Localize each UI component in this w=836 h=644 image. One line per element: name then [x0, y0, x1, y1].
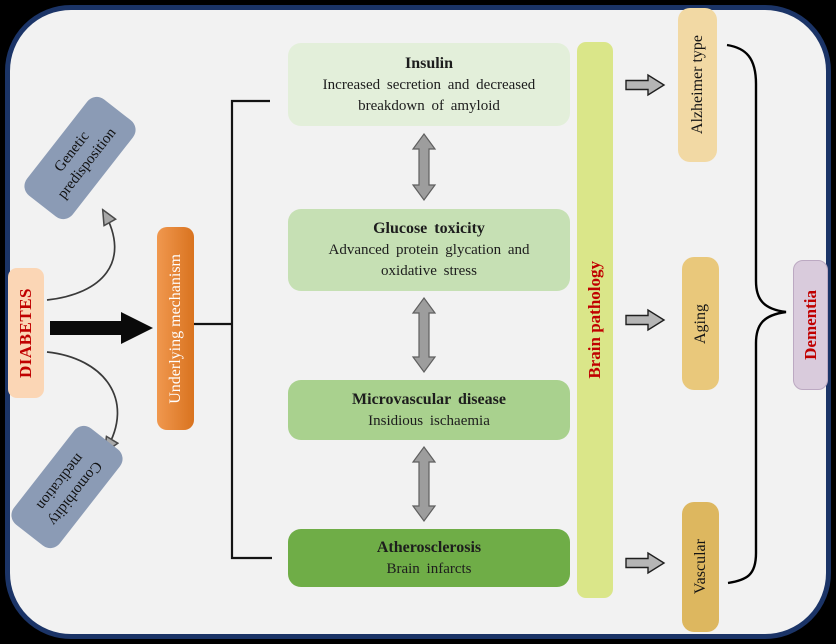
dementia-type-aging-label: Aging [691, 303, 709, 344]
pathway-glucose-toxicity-description: Advanced protein glycation and oxidative… [328, 242, 530, 280]
pathway-atherosclerosis-description: Brain infarcts [386, 560, 472, 577]
pathway-microvascular-title: Microvascular disease [352, 390, 506, 408]
dementia-type-alzheimer-node: Alzheimer type [678, 8, 717, 162]
pathway-microvascular-description: Insidious ischaemia [368, 412, 490, 429]
dementia-type-alzheimer-label: Alzheimer type [688, 35, 706, 135]
pathway-glucose-toxicity-node: Glucose toxicity Advanced protein glycat… [288, 209, 570, 291]
dementia-type-vascular-node: Vascular [682, 502, 719, 632]
brain-pathology-bar: Brain pathology [577, 42, 613, 598]
diabetes-label: DIABETES [16, 288, 35, 378]
pathway-microvascular-node: Microvascular disease Insidious ischaemi… [288, 380, 570, 440]
dementia-node: Dementia [793, 260, 828, 390]
dementia-label: Dementia [800, 290, 820, 360]
diabetes-node: DIABETES [8, 268, 44, 398]
dementia-type-aging-node: Aging [682, 257, 719, 390]
pathway-atherosclerosis-node: Atherosclerosis Brain infarcts [288, 529, 570, 587]
pathway-atherosclerosis-title: Atherosclerosis [376, 538, 482, 556]
underlying-mechanism-node: Underlying mechanism [157, 227, 194, 430]
pathway-insulin-title: Insulin [404, 54, 454, 72]
pathway-insulin-description: Increased secretion and decreased breakd… [322, 76, 536, 114]
dementia-type-vascular-label: Vascular [691, 539, 709, 595]
underlying-mechanism-label: Underlying mechanism [166, 253, 184, 404]
pathway-glucose-toxicity-title: Glucose toxicity [373, 220, 485, 238]
pathway-insulin-node: Insulin Increased secretion and decrease… [288, 43, 570, 126]
brain-pathology-label: Brain pathology [585, 261, 604, 379]
